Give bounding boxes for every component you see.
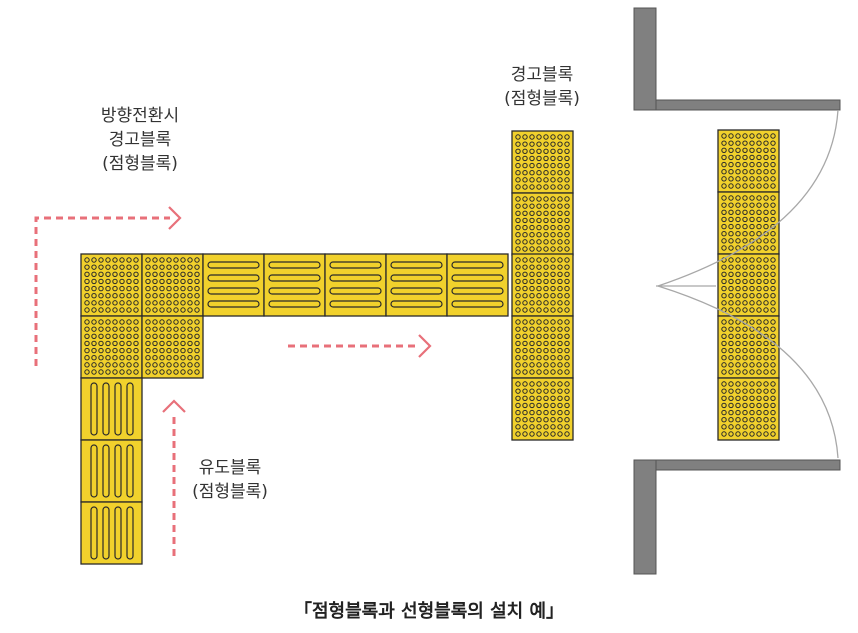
turn-direction-arrow [34, 216, 170, 366]
arrow-layer [34, 206, 432, 556]
wall-segment [633, 7, 657, 111]
warning-dot-block [511, 315, 574, 379]
warning-dot-block [141, 315, 204, 379]
warning-dot-block [511, 130, 574, 194]
door-swing-arc-lower [657, 285, 839, 459]
warning-dot-block [717, 191, 780, 255]
guide-bar-block [202, 253, 265, 317]
walk-arrow-head [418, 334, 432, 358]
guide-bar-block [80, 501, 143, 565]
figure-caption: 「점형블록과 선형블록의 설치 예」 [293, 601, 565, 622]
top-warning-line-1: 경고블록 [510, 65, 574, 85]
guide-line-2: (점형블록) [192, 482, 268, 502]
wall-segment [655, 99, 841, 111]
guide-bar-block [324, 253, 387, 317]
tile-layer [80, 129, 780, 565]
wall-layer [633, 7, 841, 575]
top-warning-line-2: (점형블록) [504, 89, 580, 109]
wall-segment [633, 459, 657, 575]
warning-dot-block [717, 129, 780, 193]
warning-dot-block [511, 192, 574, 256]
guide-bar-block [263, 253, 326, 317]
warning-dot-block [141, 253, 204, 317]
guide-bar-block [80, 439, 143, 503]
turn-warning-line-2: 경고블록 [108, 130, 172, 150]
guide-label: 유도블록 (점형블록) [168, 456, 292, 504]
turn-warning-line-3: (점형블록) [102, 154, 178, 174]
guide-bar-block [446, 253, 509, 317]
warning-dot-block [511, 253, 574, 317]
turn-warning-label: 방향전환시 경고블록 (점형블록) [70, 104, 210, 176]
guide-bar-block [80, 377, 143, 441]
guide-line-1: 유도블록 [198, 458, 262, 478]
guide-bar-block [385, 253, 448, 317]
door-swing-arc-upper [657, 109, 839, 287]
warning-dot-block [80, 253, 143, 317]
warning-dot-block [80, 315, 143, 379]
warning-dot-block [717, 377, 780, 441]
top-warning-label: 경고블록 (점형블록) [480, 63, 604, 111]
wall-segment [655, 459, 841, 471]
guide-arrow-head [162, 399, 186, 413]
warning-dot-block [511, 377, 574, 441]
turn-arrow-head [168, 206, 182, 230]
warning-dot-block [717, 253, 780, 317]
turn-warning-line-1: 방향전환시 [100, 106, 180, 126]
